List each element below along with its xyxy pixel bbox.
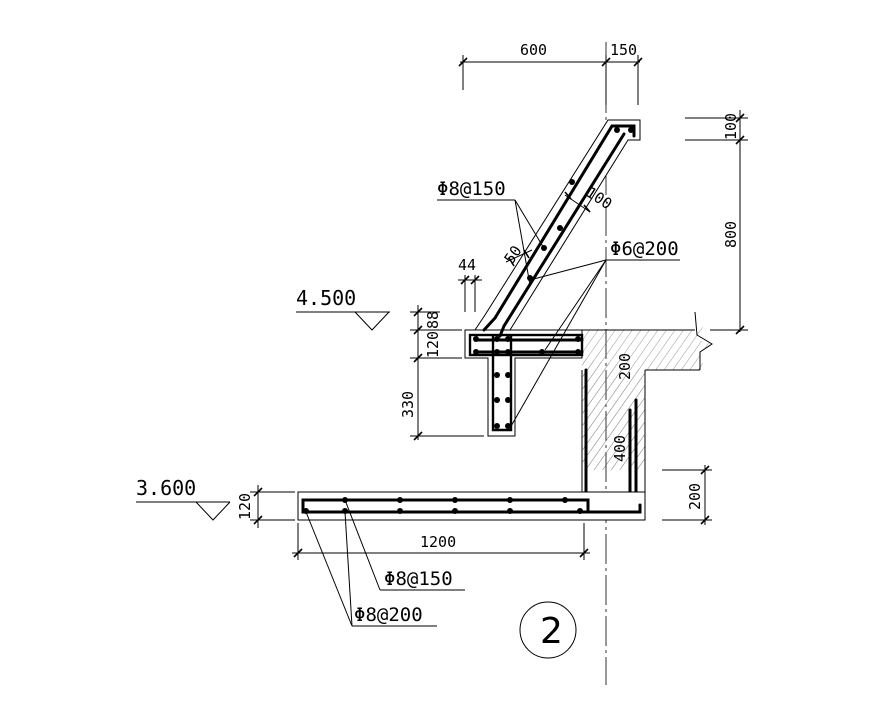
label-stirrup-rebar: Φ6@200	[509, 238, 680, 429]
elevation-lower: 3.600	[136, 476, 231, 521]
dim-120-upper: 120	[424, 331, 442, 358]
right-dimension-upper: 100 800	[685, 110, 748, 335]
dim-800: 800	[722, 221, 740, 248]
dim-88: 88	[424, 311, 442, 329]
label-phi8-150-upper: Φ8@150	[437, 178, 506, 200]
inclined-slab: 100 50	[474, 119, 641, 331]
top-dimension: 600 150	[458, 41, 643, 105]
dim-1200: 1200	[420, 533, 456, 551]
lower-left-dimension: 120	[236, 485, 295, 528]
lower-bottom-dimension: 1200	[292, 523, 590, 560]
label-phi6-200: Φ6@200	[610, 238, 679, 260]
edge-beam	[464, 316, 584, 437]
elevation-3600: 3.600	[136, 476, 196, 500]
right-dimension-lower: 200	[662, 465, 712, 525]
dim-400-wall: 400	[611, 435, 629, 462]
dim-150: 150	[610, 41, 637, 59]
label-lower-main: Φ8@150	[344, 499, 465, 591]
dim-100-right: 100	[722, 113, 740, 140]
wall: 200 400	[582, 353, 645, 514]
dim-120-lower: 120	[236, 493, 254, 520]
dim-200-right: 200	[686, 483, 704, 510]
dim-44-group: 44	[458, 256, 482, 312]
label-lower-dist: Φ8@200	[305, 511, 437, 627]
beam-left-dimension: 88 120 330	[399, 305, 484, 441]
dim-44: 44	[458, 256, 476, 274]
detail-number: 2	[540, 611, 563, 652]
label-phi8-150-lower: Φ8@150	[384, 568, 453, 590]
lower-slab	[297, 491, 646, 521]
detail-marker: 2	[519, 601, 577, 659]
elevation-4500: 4.500	[296, 286, 356, 310]
label-diag-rebar: Φ8@150	[437, 178, 546, 286]
elevation-upper: 4.500	[296, 286, 390, 331]
label-phi8-200: Φ8@200	[354, 604, 423, 626]
dim-330: 330	[399, 391, 417, 418]
dim-200-wall: 200	[616, 353, 634, 380]
dim-600: 600	[520, 41, 547, 59]
